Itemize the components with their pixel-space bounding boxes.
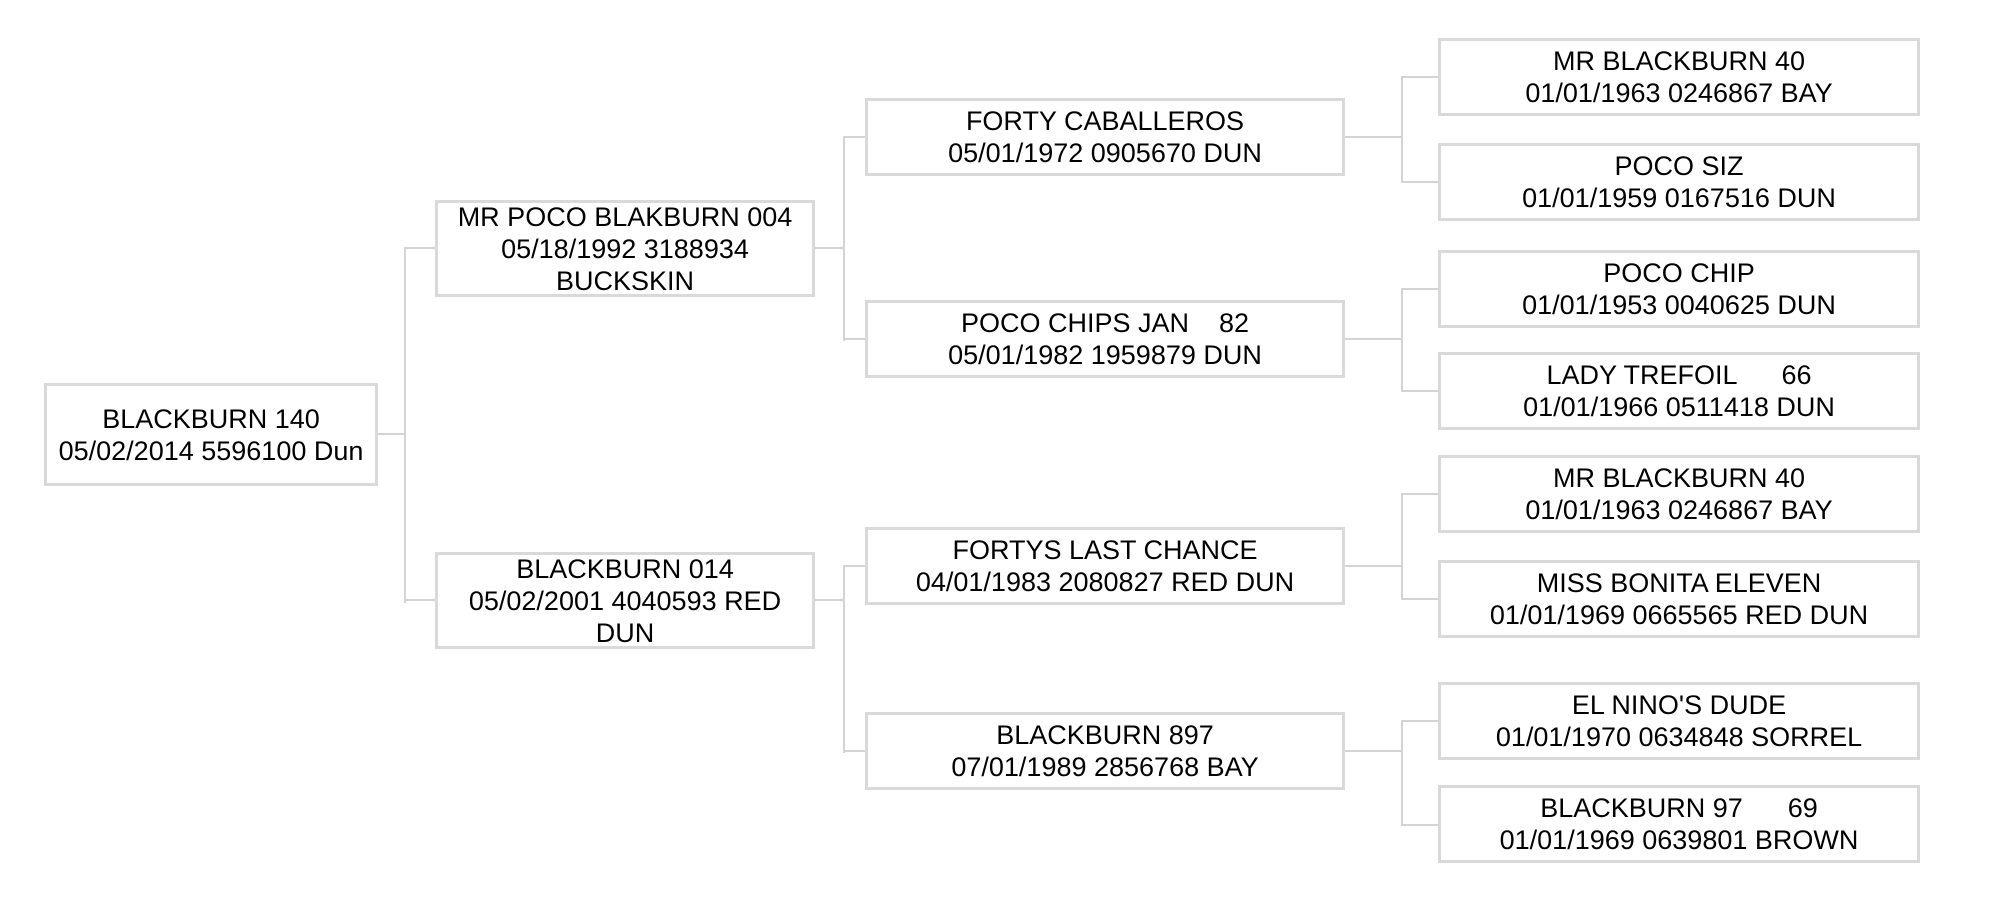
pedigree-node-gen4-7: EL NINO'S DUDE 01/01/1970 0634848 SORREL [1438, 682, 1920, 760]
connector-line [1401, 493, 1403, 600]
horse-details: 05/01/1972 0905670 DUN [948, 138, 1262, 168]
connector-line [404, 599, 435, 601]
pedigree-node-gen4-6: MISS BONITA ELEVEN 01/01/1969 0665565 RE… [1438, 560, 1920, 638]
connector-line [843, 136, 865, 138]
horse-details: 05/02/2001 4040593 RED DUN [468, 585, 789, 648]
connector-line [378, 433, 406, 435]
horse-details: 01/01/1966 0511418 DUN [1523, 392, 1835, 422]
connector-line [1401, 598, 1438, 600]
connector-line [1401, 181, 1438, 183]
horse-details: 05/18/1992 3188934 BUCKSKIN [501, 233, 757, 296]
horse-name: FORTYS LAST CHANCE [952, 535, 1258, 565]
horse-name: BLACKBURN 897 [996, 720, 1214, 750]
connector-line [1401, 76, 1438, 78]
horse-name: LADY TREFOIL 66 [1546, 360, 1812, 390]
connector-line [843, 338, 865, 340]
horse-name: BLACKBURN 97 69 [1540, 793, 1818, 823]
pedigree-node-gen3-2: POCO CHIPS JAN 82 05/01/1982 1959879 DUN [865, 300, 1345, 378]
pedigree-node-dam: BLACKBURN 014 05/02/2001 4040593 RED DUN [435, 552, 815, 649]
horse-name: BLACKBURN 140 [102, 403, 320, 434]
pedigree-node-gen4-4: LADY TREFOIL 66 01/01/1966 0511418 DUN [1438, 352, 1920, 430]
horse-details: 05/02/2014 5596100 Dun [58, 435, 364, 466]
horse-details: 01/01/1953 0040625 DUN [1522, 290, 1836, 320]
connector-line [1401, 76, 1403, 183]
connector-line [404, 247, 406, 603]
horse-name: FORTY CABALLEROS [965, 106, 1245, 136]
horse-details: 01/01/1969 0639801 BROWN [1499, 825, 1859, 855]
horse-details: 01/01/1970 0634848 SORREL [1495, 722, 1863, 752]
horse-details: 04/01/1983 2080827 RED DUN [915, 567, 1295, 597]
horse-name: POCO CHIP [1603, 258, 1755, 288]
horse-details: 01/01/1963 0246867 BAY [1525, 78, 1833, 108]
horse-details: 05/01/1982 1959879 DUN [948, 340, 1262, 370]
pedigree-node-gen4-5: MR BLACKBURN 40 01/01/1963 0246867 BAY [1438, 455, 1920, 533]
pedigree-node-gen4-2: POCO SIZ 01/01/1959 0167516 DUN [1438, 143, 1920, 221]
connector-line [843, 136, 845, 341]
connector-line [1401, 390, 1438, 392]
pedigree-node-gen3-1: FORTY CABALLEROS 05/01/1972 0905670 DUN [865, 98, 1345, 176]
connector-line [1401, 720, 1403, 826]
pedigree-node-gen4-1: MR BLACKBURN 40 01/01/1963 0246867 BAY [1438, 38, 1920, 116]
connector-line [1345, 565, 1403, 567]
connector-line [815, 599, 845, 601]
pedigree-node-gen4-3: POCO CHIP 01/01/1953 0040625 DUN [1438, 250, 1920, 328]
horse-name: EL NINO'S DUDE [1571, 690, 1787, 720]
connector-line [1345, 338, 1403, 340]
connector-line [843, 565, 845, 753]
pedigree-node-sire: MR POCO BLAKBURN 004 05/18/1992 3188934 … [435, 200, 815, 297]
horse-name: POCO SIZ [1614, 151, 1744, 181]
connector-line [1401, 720, 1438, 722]
connector-line [1401, 288, 1403, 392]
connector-line [1345, 136, 1403, 138]
connector-line [843, 565, 865, 567]
horse-name: MISS BONITA ELEVEN [1536, 568, 1822, 598]
connector-line [815, 247, 845, 249]
connector-line [1345, 750, 1403, 752]
horse-name: POCO CHIPS JAN 82 [960, 308, 1250, 338]
pedigree-node-gen3-4: BLACKBURN 897 07/01/1989 2856768 BAY [865, 712, 1345, 790]
horse-details: 01/01/1969 0665565 RED DUN [1489, 600, 1869, 630]
pedigree-node-subject: BLACKBURN 140 05/02/2014 5596100 Dun [44, 383, 378, 486]
horse-details: 01/01/1963 0246867 BAY [1525, 495, 1833, 525]
pedigree-node-gen3-3: FORTYS LAST CHANCE 04/01/1983 2080827 RE… [865, 527, 1345, 605]
connector-line [404, 247, 435, 249]
horse-name: BLACKBURN 014 [516, 553, 734, 584]
horse-name: MR BLACKBURN 40 [1552, 463, 1806, 493]
horse-details: 07/01/1989 2856768 BAY [951, 752, 1259, 782]
connector-line [1401, 824, 1438, 826]
connector-line [1401, 493, 1438, 495]
horse-name: MR BLACKBURN 40 [1552, 46, 1806, 76]
connector-line [1401, 288, 1438, 290]
horse-name: MR POCO BLAKBURN 004 [457, 201, 793, 232]
horse-details: 01/01/1959 0167516 DUN [1522, 183, 1836, 213]
pedigree-node-gen4-8: BLACKBURN 97 69 01/01/1969 0639801 BROWN [1438, 785, 1920, 863]
connector-line [843, 750, 865, 752]
